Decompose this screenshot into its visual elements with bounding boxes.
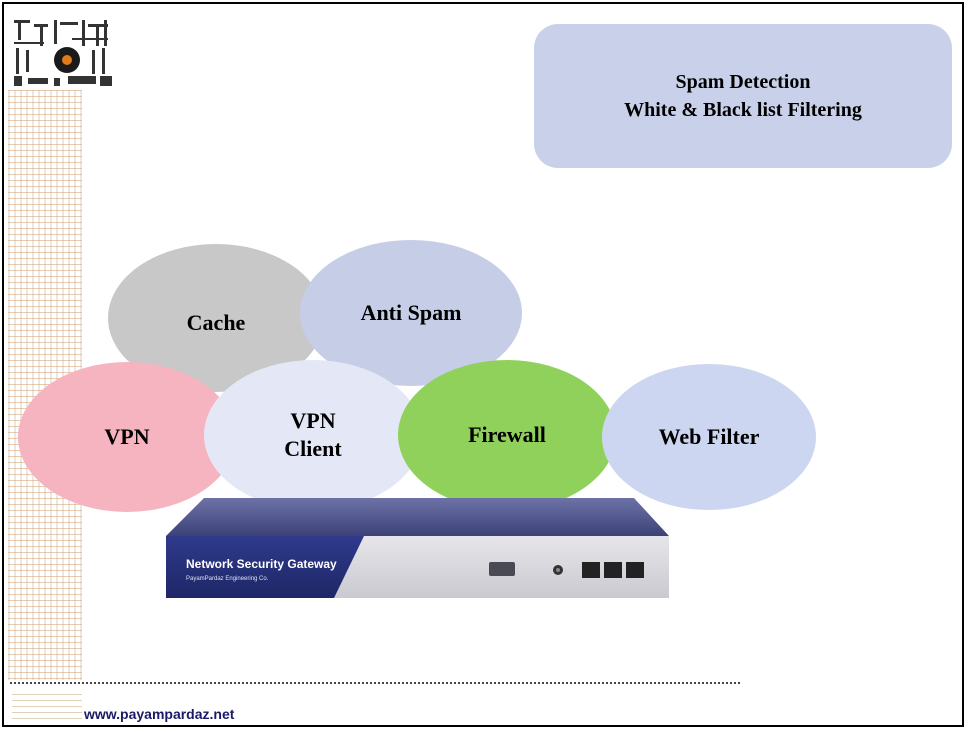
bubble-vpn-label: VPN [104,424,150,449]
callout-line-1: Spam Detection [675,71,811,93]
bubble-vpn: VPN [18,362,236,512]
feature-callout: Spam Detection White & Black list Filter… [534,24,952,168]
callout-line-2: White & Black list Filtering [624,99,862,121]
bubble-anti-spam-label: Anti Spam [360,300,462,325]
footer-url[interactable]: www.payampardaz.net [84,706,235,722]
bubble-cache-label: Cache [186,310,246,335]
bubble-firewall: Firewall [398,360,616,510]
footer-divider [10,682,740,684]
bubble-web-filter-label: Web Filter [658,424,760,449]
device-subtitle: PayamPardaz Engineering Co. [186,576,269,582]
bubble-web-filter: Web Filter [602,364,816,510]
company-logo [14,20,112,86]
network-gateway-device [166,498,669,598]
decorative-footer-dots [12,694,82,722]
bubble-vpn-client-line-1: VPN [290,408,336,433]
bubble-firewall-label: Firewall [468,422,546,447]
device-title: Network Security Gateway [186,557,337,571]
bubble-vpn-client: VPN Client [204,360,422,510]
bubble-vpn-client-line-2: Client [284,436,342,461]
